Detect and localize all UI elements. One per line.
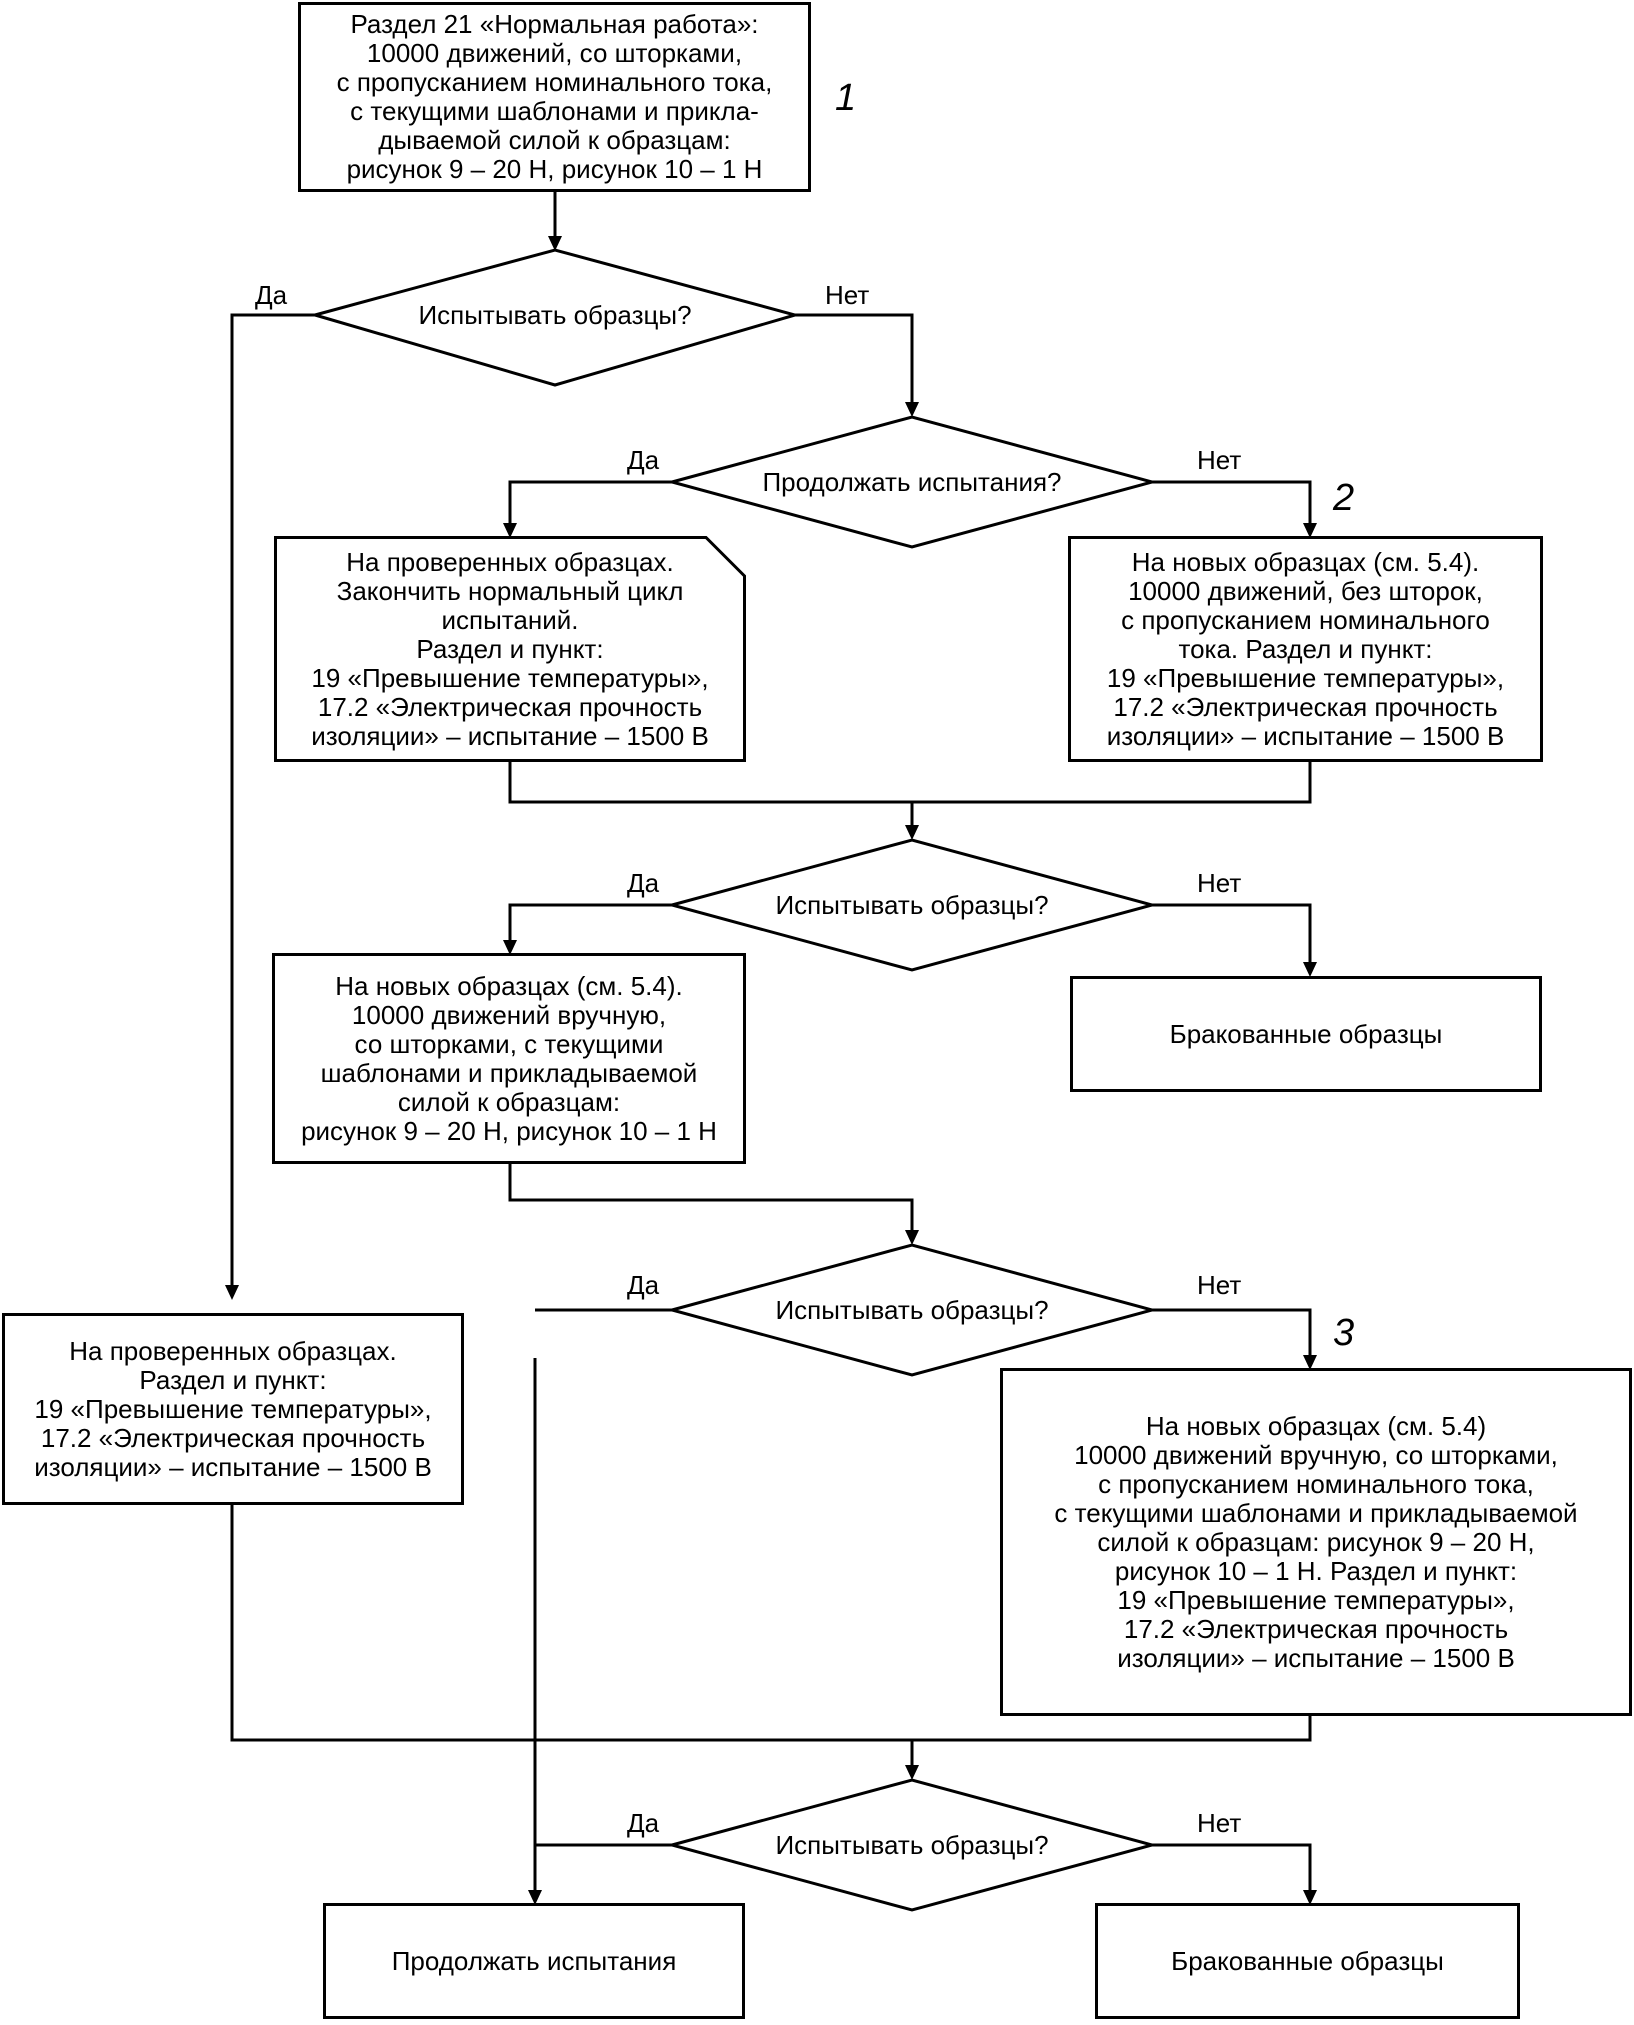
new-samples-manual-current-box: На новых образцах (см. 5.4) 10000 движен… (1000, 1368, 1632, 1716)
rejected-samples-box-2: Бракованные образцы (1095, 1903, 1520, 2019)
decision-3-text: Испытывать образцы? (775, 890, 1049, 920)
decision-1-yes-label: Да (255, 280, 288, 310)
decision-2-no-label: Нет (1197, 445, 1242, 475)
decision-2-yes-label: Да (627, 445, 660, 475)
new-samples-no-shutters-text: На новых образцах (см. 5.4). 10000 движе… (1106, 546, 1505, 751)
decision-1-no-label: Нет (825, 280, 870, 310)
decision-5-text: Испытывать образцы? (775, 1830, 1049, 1860)
continue-tests-text: Продолжать испытания (391, 1945, 677, 1976)
decision-2-text: Продолжать испытания? (762, 467, 1062, 497)
checked-samples-final-text: На проверенных образцах. Раздел и пункт:… (34, 1335, 432, 1482)
checked-samples-finish-text: На проверенных образцах. Закончить норма… (311, 546, 709, 751)
start-box-text: Раздел 21 «Нормальная работа»: 10000 дви… (336, 9, 773, 184)
decision-5-no-label: Нет (1197, 1808, 1242, 1838)
marker-1: 1 (835, 77, 857, 119)
decision-5-yes-label: Да (627, 1808, 660, 1838)
decision-4-text: Испытывать образцы? (775, 1295, 1049, 1325)
rejected-samples-text-2: Бракованные образцы (1171, 1945, 1444, 1976)
new-samples-manual-current-text: На новых образцах (см. 5.4) 10000 движен… (1054, 1410, 1578, 1673)
rejected-samples-box-1: Бракованные образцы (1070, 976, 1542, 1092)
decision-3-yes-label: Да (627, 868, 660, 898)
rejected-samples-text-1: Бракованные образцы (1169, 1018, 1443, 1049)
decision-1-text: Испытывать образцы? (418, 300, 692, 330)
new-samples-manual-box: На новых образцах (см. 5.4). 10000 движе… (272, 953, 746, 1164)
checked-samples-final-box: На проверенных образцах. Раздел и пункт:… (2, 1313, 464, 1505)
decision-3-no-label: Нет (1197, 868, 1242, 898)
continue-tests-box: Продолжать испытания (323, 1903, 745, 2019)
decision-4-no-label: Нет (1197, 1270, 1242, 1300)
decision-4-yes-label: Да (627, 1270, 660, 1300)
cut-corner-box-outline (274, 536, 746, 762)
marker-2: 2 (1333, 477, 1355, 519)
new-samples-no-shutters-box: На новых образцах (см. 5.4). 10000 движе… (1068, 536, 1543, 762)
marker-3: 3 (1333, 1312, 1355, 1354)
start-box: Раздел 21 «Нормальная работа»: 10000 дви… (298, 2, 811, 192)
new-samples-manual-text: На новых образцах (см. 5.4). 10000 движе… (301, 970, 717, 1146)
checked-samples-finish-box: На проверенных образцах. Закончить норма… (274, 536, 746, 762)
